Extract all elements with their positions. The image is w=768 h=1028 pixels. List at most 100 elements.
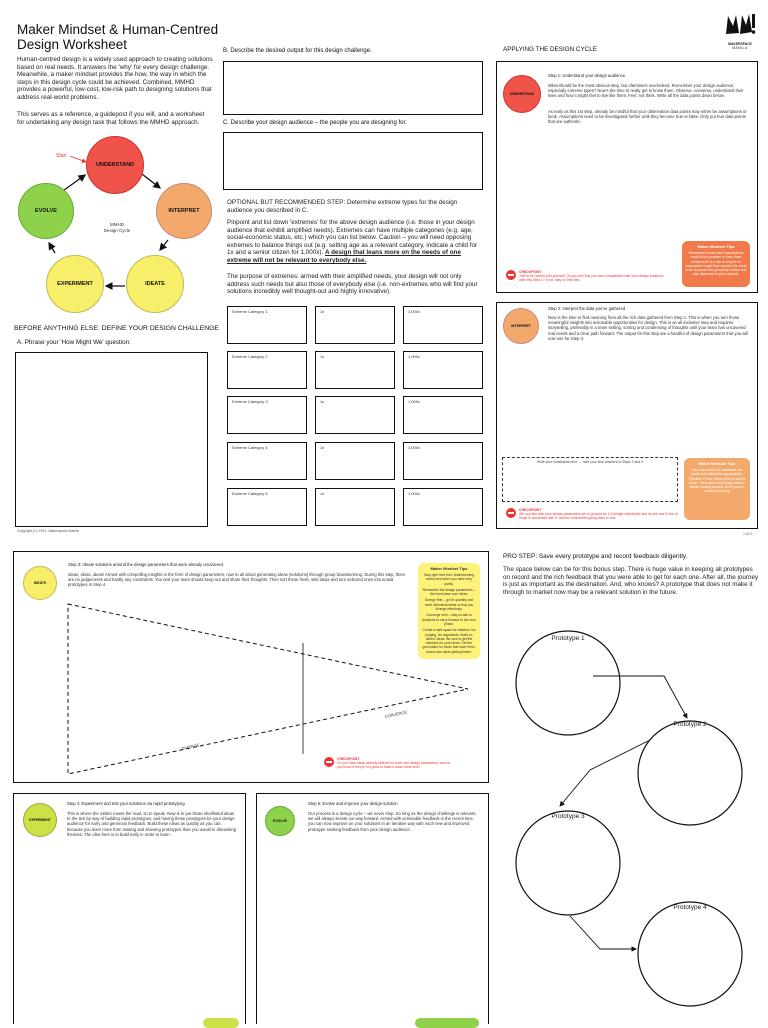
step2-tip-body: Your data should be translated into need… — [688, 468, 746, 494]
step3-tip-title: Maker Mindset Tips — [430, 566, 468, 571]
extreme-1x-label: 1x — [320, 309, 325, 314]
step3-title: Step 3: Ideate solutions around the desi… — [68, 562, 224, 567]
diverge-converge-triangle — [67, 603, 469, 775]
optional-step-title: OPTIONAL BUT RECOMMENDED STEP: Determine… — [227, 199, 458, 214]
step2-tip-box: Maker Mindset Tips Your data should be t… — [684, 458, 750, 520]
extreme-category-cell[interactable]: Extreme Category 2 — [227, 351, 307, 389]
step3-tip-2: Remember the design parameters – the mus… — [422, 587, 476, 597]
arrow-p1-p2 — [593, 675, 688, 719]
extreme-1x-cell[interactable]: 1x — [315, 306, 395, 344]
extreme-1000x-cell[interactable]: 1,000x — [403, 442, 483, 480]
interpret-dashed-box[interactable]: Write your constraints here → note your … — [502, 457, 678, 502]
ideate-circle: IDEATE — [126, 255, 184, 313]
challenge-heading: BEFORE ANYTHING ELSE: DEFINE YOUR DESIGN… — [14, 325, 219, 332]
extreme-1000x-cell[interactable]: 1,000x — [403, 306, 483, 344]
step1-tip-body: Remember! Know that if assumptions could… — [685, 251, 747, 277]
arrow-p2-p3 — [559, 739, 651, 807]
b-label: B. Describe the desired output for this … — [223, 48, 372, 54]
extreme-1x-label: 1x — [320, 399, 325, 404]
step5-paragraph: Our process is a design cycle – we never… — [308, 811, 477, 832]
extreme-category-label: Extreme Category 2 — [232, 354, 268, 359]
step2-checkpoint-body: Are you fine with your design parameters… — [519, 512, 678, 521]
step4-paragraph: This is where the rubber meets the road,… — [67, 811, 236, 837]
prototype-2-label: Prototype 2 — [673, 721, 707, 728]
extreme-category-label: Extreme Category 5 — [232, 491, 268, 496]
step1-tip-box: Maker Mindset Tips Remember! Know that i… — [682, 241, 750, 287]
start-label: Start — [56, 153, 67, 159]
step1-paragraph-1: What should be the most obvious step, bu… — [548, 83, 744, 99]
step3-checkpoint-body: Do you have ideas already defined for ea… — [337, 761, 451, 770]
diverge-converge-diagram: DIVERGE CONVERGE — [67, 603, 469, 775]
extreme-category-label: Extreme Category 1 — [232, 309, 268, 314]
step3-tip-4: Converge next – stay on-aim to positions… — [422, 613, 476, 626]
extreme-1000x-label: 1,000x — [408, 399, 421, 404]
extreme-1000x-label: 1,000x — [408, 491, 421, 496]
title-line-1: Maker Mindset & Human-Centred — [17, 22, 219, 37]
prototype-3-circle — [515, 810, 621, 916]
step5-tip-tab — [415, 1018, 479, 1028]
extreme-1x-label: 1x — [320, 445, 325, 450]
prototype-4-circle — [637, 901, 743, 1007]
extreme-category-cell[interactable]: Extreme Category 3 — [227, 396, 307, 434]
extreme-1x-cell[interactable]: 1x — [315, 442, 395, 480]
prototype-flow: Prototype 1 Prototype 2 Prototype 3 Prot… — [515, 630, 743, 1007]
prototype-2-circle — [637, 720, 743, 826]
extreme-category-cell[interactable]: Extreme Category 1 — [227, 306, 307, 344]
extreme-1000x-label: 1,000x — [408, 309, 421, 314]
step3-card — [13, 551, 489, 783]
extreme-1x-cell[interactable]: 1x — [315, 396, 395, 434]
extremes-grid: Extreme Category 1 1x 1,000x Extreme Cat… — [227, 306, 485, 528]
design-audience-box[interactable] — [223, 132, 483, 190]
extreme-1x-label: 1x — [320, 491, 325, 496]
extreme-category-label: Extreme Category 3 — [232, 399, 268, 404]
step2-checkpoint-title: CHECKPOINT — [519, 508, 542, 512]
step2-paragraph: Now is the time to find meaning from all… — [548, 315, 749, 341]
step3-paragraph: Ideas, ideas, ideas! Armed with compelli… — [68, 572, 406, 588]
extreme-1000x-label: 1,000x — [408, 354, 421, 359]
step3-tip-5: Create a safe space for Ideation. No jud… — [422, 628, 476, 654]
logo-name-line-1: MAKERSPACE — [728, 42, 752, 46]
step1-title: Step 1: Understand your design audience — [548, 73, 626, 78]
arrow-p3-p4 — [569, 915, 637, 952]
copyright: Copyright (C) 2021. Makerspace Manila — [17, 529, 79, 533]
step1-tip-title: Maker Mindset Tips — [697, 244, 735, 249]
extreme-1000x-cell[interactable]: 1,000x — [403, 488, 483, 526]
extreme-1000x-cell[interactable]: 1,000x — [403, 351, 483, 389]
checkpoint-stop-icon — [506, 270, 516, 280]
step3-tip-1: Stay right here first. Brainstorming wor… — [424, 573, 474, 586]
step3-tip-box: Maker Mindset Tips Stay right here first… — [418, 563, 480, 659]
extreme-category-cell[interactable]: Extreme Category 5 — [227, 488, 307, 526]
diverge-label: DIVERGE — [181, 742, 200, 751]
challenge-a-label: A. Phrase your 'How Might We' question: — [17, 339, 131, 346]
extreme-1000x-cell[interactable]: 1,000x — [403, 396, 483, 434]
extreme-1x-cell[interactable]: 1x — [315, 351, 395, 389]
logo-name-line-2: MANILA — [732, 46, 748, 50]
page-number: 1 of 2 — [743, 532, 752, 536]
step1-paragraph-2: As early as this 1st step, already be mi… — [548, 109, 747, 125]
desired-output-box[interactable] — [223, 61, 483, 115]
interpret-circle: INTERPRET — [156, 183, 212, 239]
c-label: C. Describe your design audience – the p… — [223, 120, 407, 126]
start-arrow — [69, 155, 87, 163]
evolve-circle: EVOLVE — [18, 183, 74, 239]
extreme-1x-cell[interactable]: 1x — [315, 488, 395, 526]
evolve-badge: EVOLVE — [265, 806, 295, 836]
checkpoint-stop-icon — [324, 757, 334, 767]
extreme-category-cell[interactable]: Extreme Category 4 — [227, 442, 307, 480]
step1-checkpoint-body: Just to be honest with yourself. Do you … — [519, 274, 664, 283]
how-might-we-box[interactable] — [15, 352, 208, 527]
step2-tip-title: Maker Mindset Tips — [698, 461, 736, 466]
step4-title: Step 4: Experiment and test your solutio… — [67, 801, 186, 806]
interpret-badge: INTERPRET — [503, 308, 539, 344]
page-title: Maker Mindset & Human-Centred Design Wor… — [17, 22, 218, 52]
logo-wordmark: MAKERSPACE MANILA — [724, 42, 756, 50]
optional-p1-text: Pinpoint and list down 'extremes' for th… — [227, 219, 478, 257]
extreme-1000x-label: 1,000x — [408, 445, 421, 450]
cycle-center-label: MMHD Design Cycle — [100, 222, 134, 233]
dashed-box-label: Write your constraints here → note your … — [536, 460, 644, 464]
step1-checkpoint-title: CHECKPOINT — [519, 270, 542, 274]
